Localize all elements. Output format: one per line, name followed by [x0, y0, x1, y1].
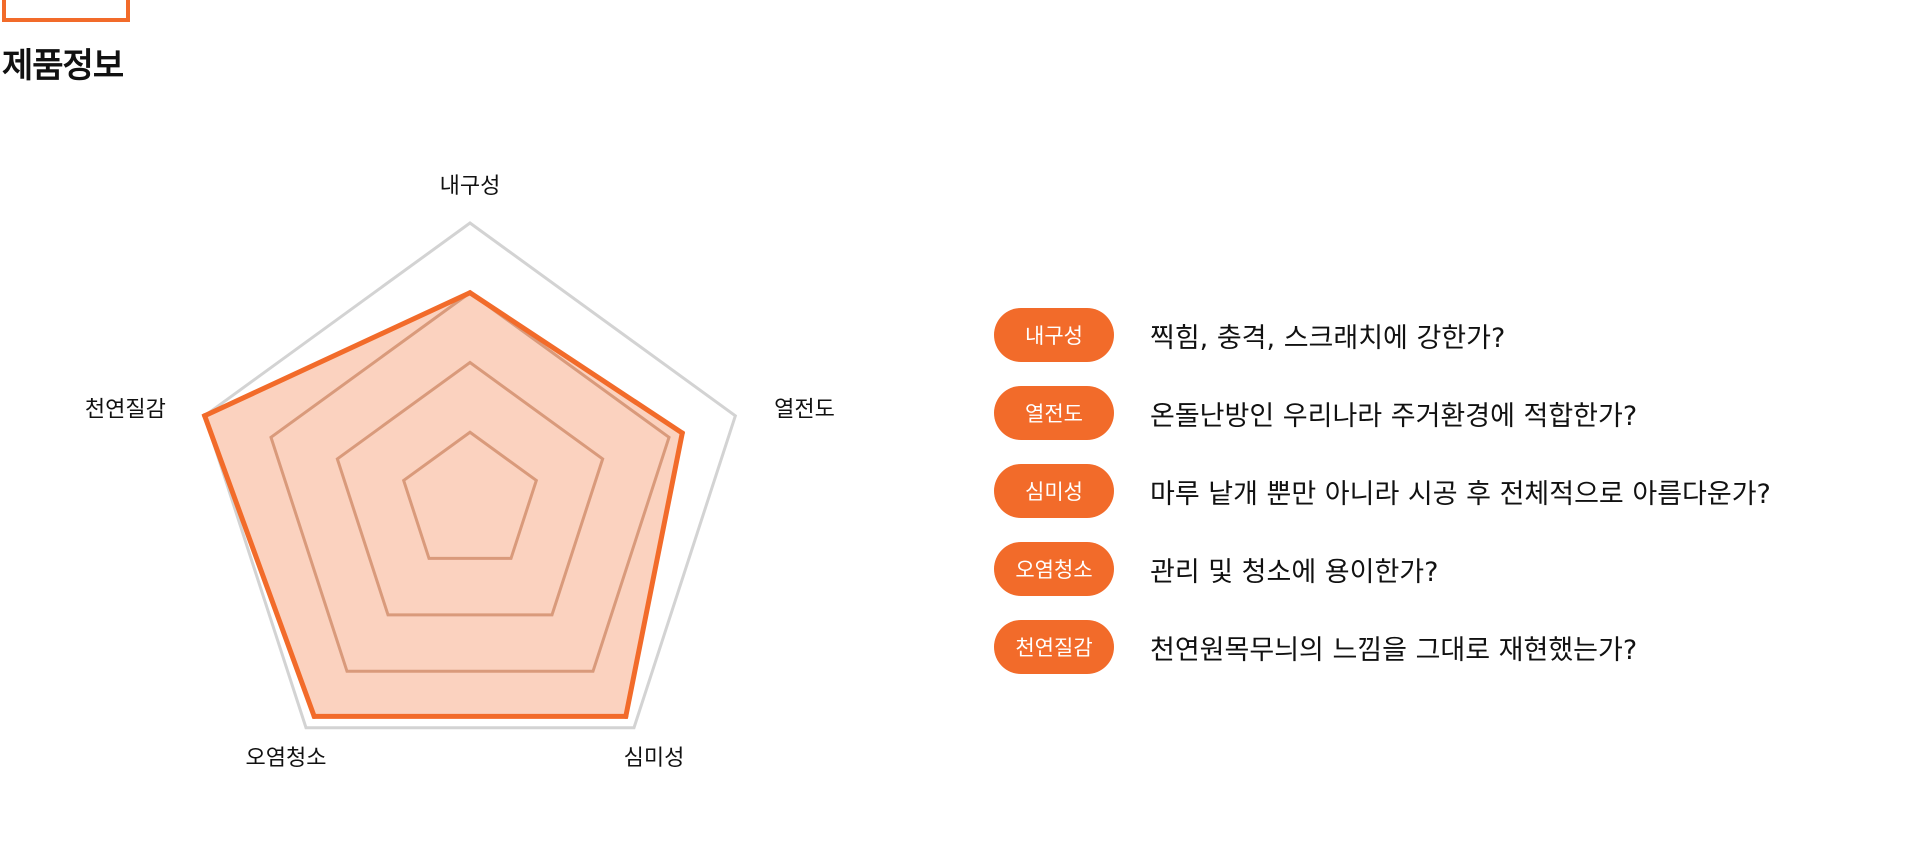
- criteria-badge-natural-texture: 천연질감: [994, 620, 1114, 674]
- radar-grid-ring-2: [335, 360, 605, 617]
- page-title: 제품정보: [2, 46, 124, 86]
- criteria-text-heat-conduction: 온돌난방인 우리나라 주거환경에 적합한가?: [1150, 400, 1638, 432]
- title-bracket: [2, 0, 130, 22]
- criteria-badge-stain-cleaning: 오염청소: [994, 542, 1114, 596]
- axis-label-heat-conduction: 열전도: [774, 397, 835, 422]
- criteria-text-aesthetics: 마루 낱개 뿐만 아니라 시공 후 전체적으로 아름다운가?: [1150, 478, 1771, 510]
- axis-label-aesthetics: 심미성: [624, 746, 685, 771]
- criteria-badge-heat-conduction: 열전도: [994, 386, 1114, 440]
- radar-point-durability: [467, 290, 473, 296]
- criteria-list: 내구성 찍힘, 충격, 스크래치에 강한가? 열전도 온돌난방인 우리나라 주거…: [994, 307, 1771, 697]
- criteria-text-stain-cleaning: 관리 및 청소에 용이한가?: [1150, 556, 1439, 588]
- criteria-badge-aesthetics: 심미성: [994, 464, 1114, 518]
- criteria-item-heat-conduction: 열전도 온돌난방인 우리나라 주거환경에 적합한가?: [994, 385, 1771, 441]
- criteria-badge-durability: 내구성: [994, 308, 1114, 362]
- axis-label-durability: 내구성: [440, 174, 501, 199]
- radar-data-polygon: [201, 289, 686, 719]
- criteria-item-aesthetics: 심미성 마루 낱개 뿐만 아니라 시공 후 전체적으로 아름다운가?: [994, 463, 1771, 519]
- radar-grid-ring-1: [401, 430, 539, 560]
- criteria-item-natural-texture: 천연질감 천연원목무늬의 느낌을 그대로 재현했는가?: [994, 619, 1771, 675]
- radar-point-stain-cleaning: [311, 713, 317, 719]
- radar-point-heat-conduction: [679, 430, 685, 436]
- criteria-text-natural-texture: 천연원목무늬의 느낌을 그대로 재현했는가?: [1150, 634, 1638, 666]
- criteria-item-stain-cleaning: 오염청소 관리 및 청소에 용이한가?: [994, 541, 1771, 597]
- criteria-text-durability: 찍힘, 충격, 스크래치에 강한가?: [1150, 322, 1506, 354]
- radar-grid-ring-4: [202, 221, 738, 730]
- radar-point-natural-texture: [202, 413, 208, 419]
- criteria-item-durability: 내구성 찍힘, 충격, 스크래치에 강한가?: [994, 307, 1771, 363]
- axis-label-stain-cleaning: 오염청소: [246, 746, 327, 771]
- radar-grid-ring-3: [269, 290, 671, 673]
- axis-label-natural-texture: 천연질감: [85, 397, 166, 422]
- radar-point-aesthetics: [623, 713, 629, 719]
